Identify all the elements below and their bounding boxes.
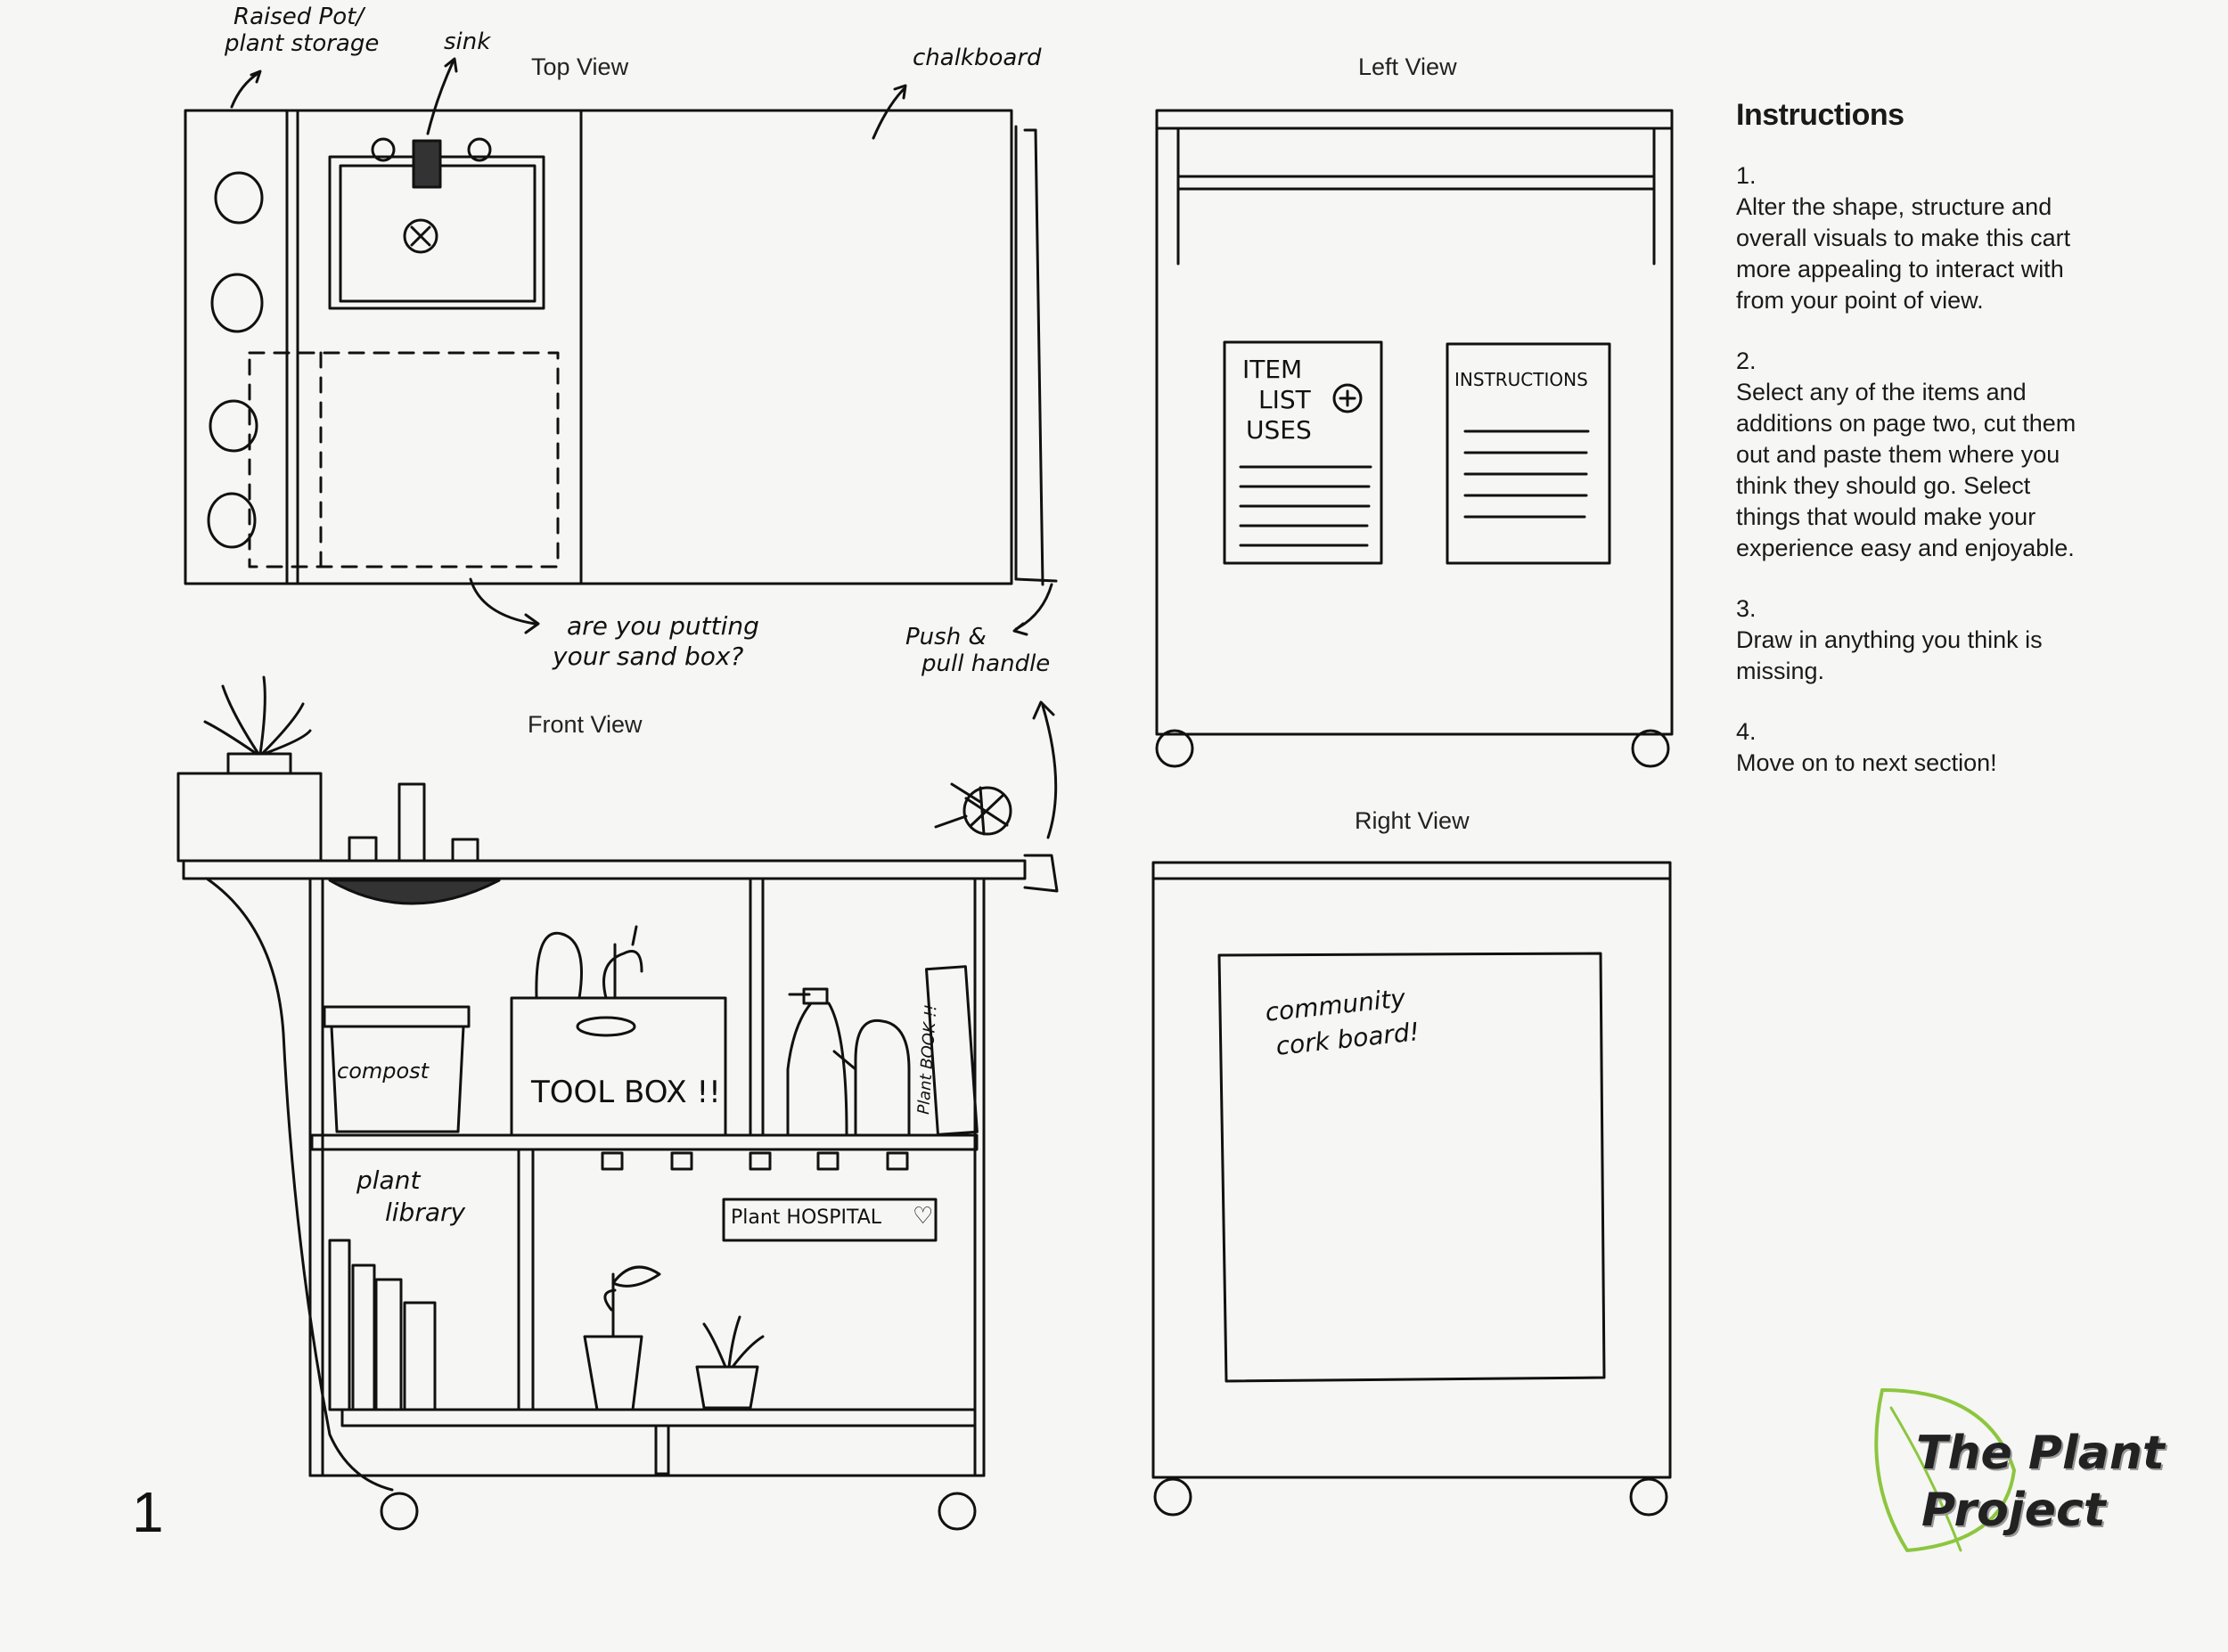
top-view-title: Top View — [531, 53, 629, 80]
step-text: Alter the shape, structure and overall v… — [1736, 193, 2071, 314]
step-text: Draw in anything you think is missing. — [1736, 626, 2043, 684]
toolbox-label: TOOL BOX !! — [531, 1075, 721, 1110]
compost-label: compost — [337, 1059, 430, 1084]
instructions-panel: Instructions 1. Alter the shape, structu… — [1736, 98, 2093, 807]
right-view-drawing — [1151, 861, 1672, 1517]
top-view-drawing — [184, 57, 1058, 636]
raised-pot-note-line2: plant storage — [225, 30, 380, 57]
instruction-step: 4. Move on to next section! — [1736, 716, 2093, 779]
step-number: 2. — [1736, 348, 1757, 374]
heart-icon: ♡ — [913, 1203, 934, 1230]
instruction-step: 2. Select any of the items and additions… — [1736, 345, 2093, 564]
raised-pot-note-line1: Raised Pot/ — [233, 4, 365, 30]
instructions-title: Instructions — [1736, 98, 1904, 132]
sandbox-question-line2: your sand box? — [553, 642, 744, 671]
front-view-title: Front View — [528, 711, 643, 738]
step-number: 1. — [1736, 162, 1757, 189]
page-number: 1 — [132, 1480, 164, 1544]
handle-note-line1: Push & — [905, 624, 987, 650]
left-view-drawing — [1155, 109, 1674, 768]
item-list-line2: LIST — [1258, 385, 1311, 414]
left-view-title: Left View — [1358, 53, 1457, 80]
handle-note-line2: pull handle — [922, 650, 1051, 677]
sandbox-question-line1: are you putting — [567, 611, 759, 641]
step-number: 4. — [1736, 718, 1757, 745]
instruction-step: 3. Draw in anything you think is missing… — [1736, 593, 2093, 687]
chalkboard-note: chalkboard — [913, 45, 1042, 71]
logo-leaf-shape — [1874, 1388, 2016, 1552]
front-view-drawing — [176, 675, 1059, 1531]
logo-line1: The Plant — [1916, 1427, 2165, 1480]
step-number: 3. — [1736, 595, 1757, 622]
plant-hospital-sign: Plant HOSPITAL — [731, 1206, 882, 1229]
sink-note: sink — [444, 29, 491, 55]
instruction-step: 1. Alter the shape, structure and overal… — [1736, 159, 2093, 316]
step-text: Select any of the items and additions on… — [1736, 379, 2076, 561]
right-view-title: Right View — [1355, 807, 1470, 834]
logo-line2: Project — [1921, 1484, 2106, 1537]
plant-library-line1: plant — [356, 1165, 421, 1195]
item-list-line1: ITEM — [1242, 355, 1303, 384]
item-list-line3: USES — [1246, 415, 1312, 445]
step-text: Move on to next section! — [1736, 749, 1997, 776]
plant-project-logo: The Plant Project — [1872, 1386, 2165, 1564]
instructions-card-title: INSTRUCTIONS — [1454, 369, 1588, 390]
plant-library-line2: library — [385, 1198, 466, 1227]
